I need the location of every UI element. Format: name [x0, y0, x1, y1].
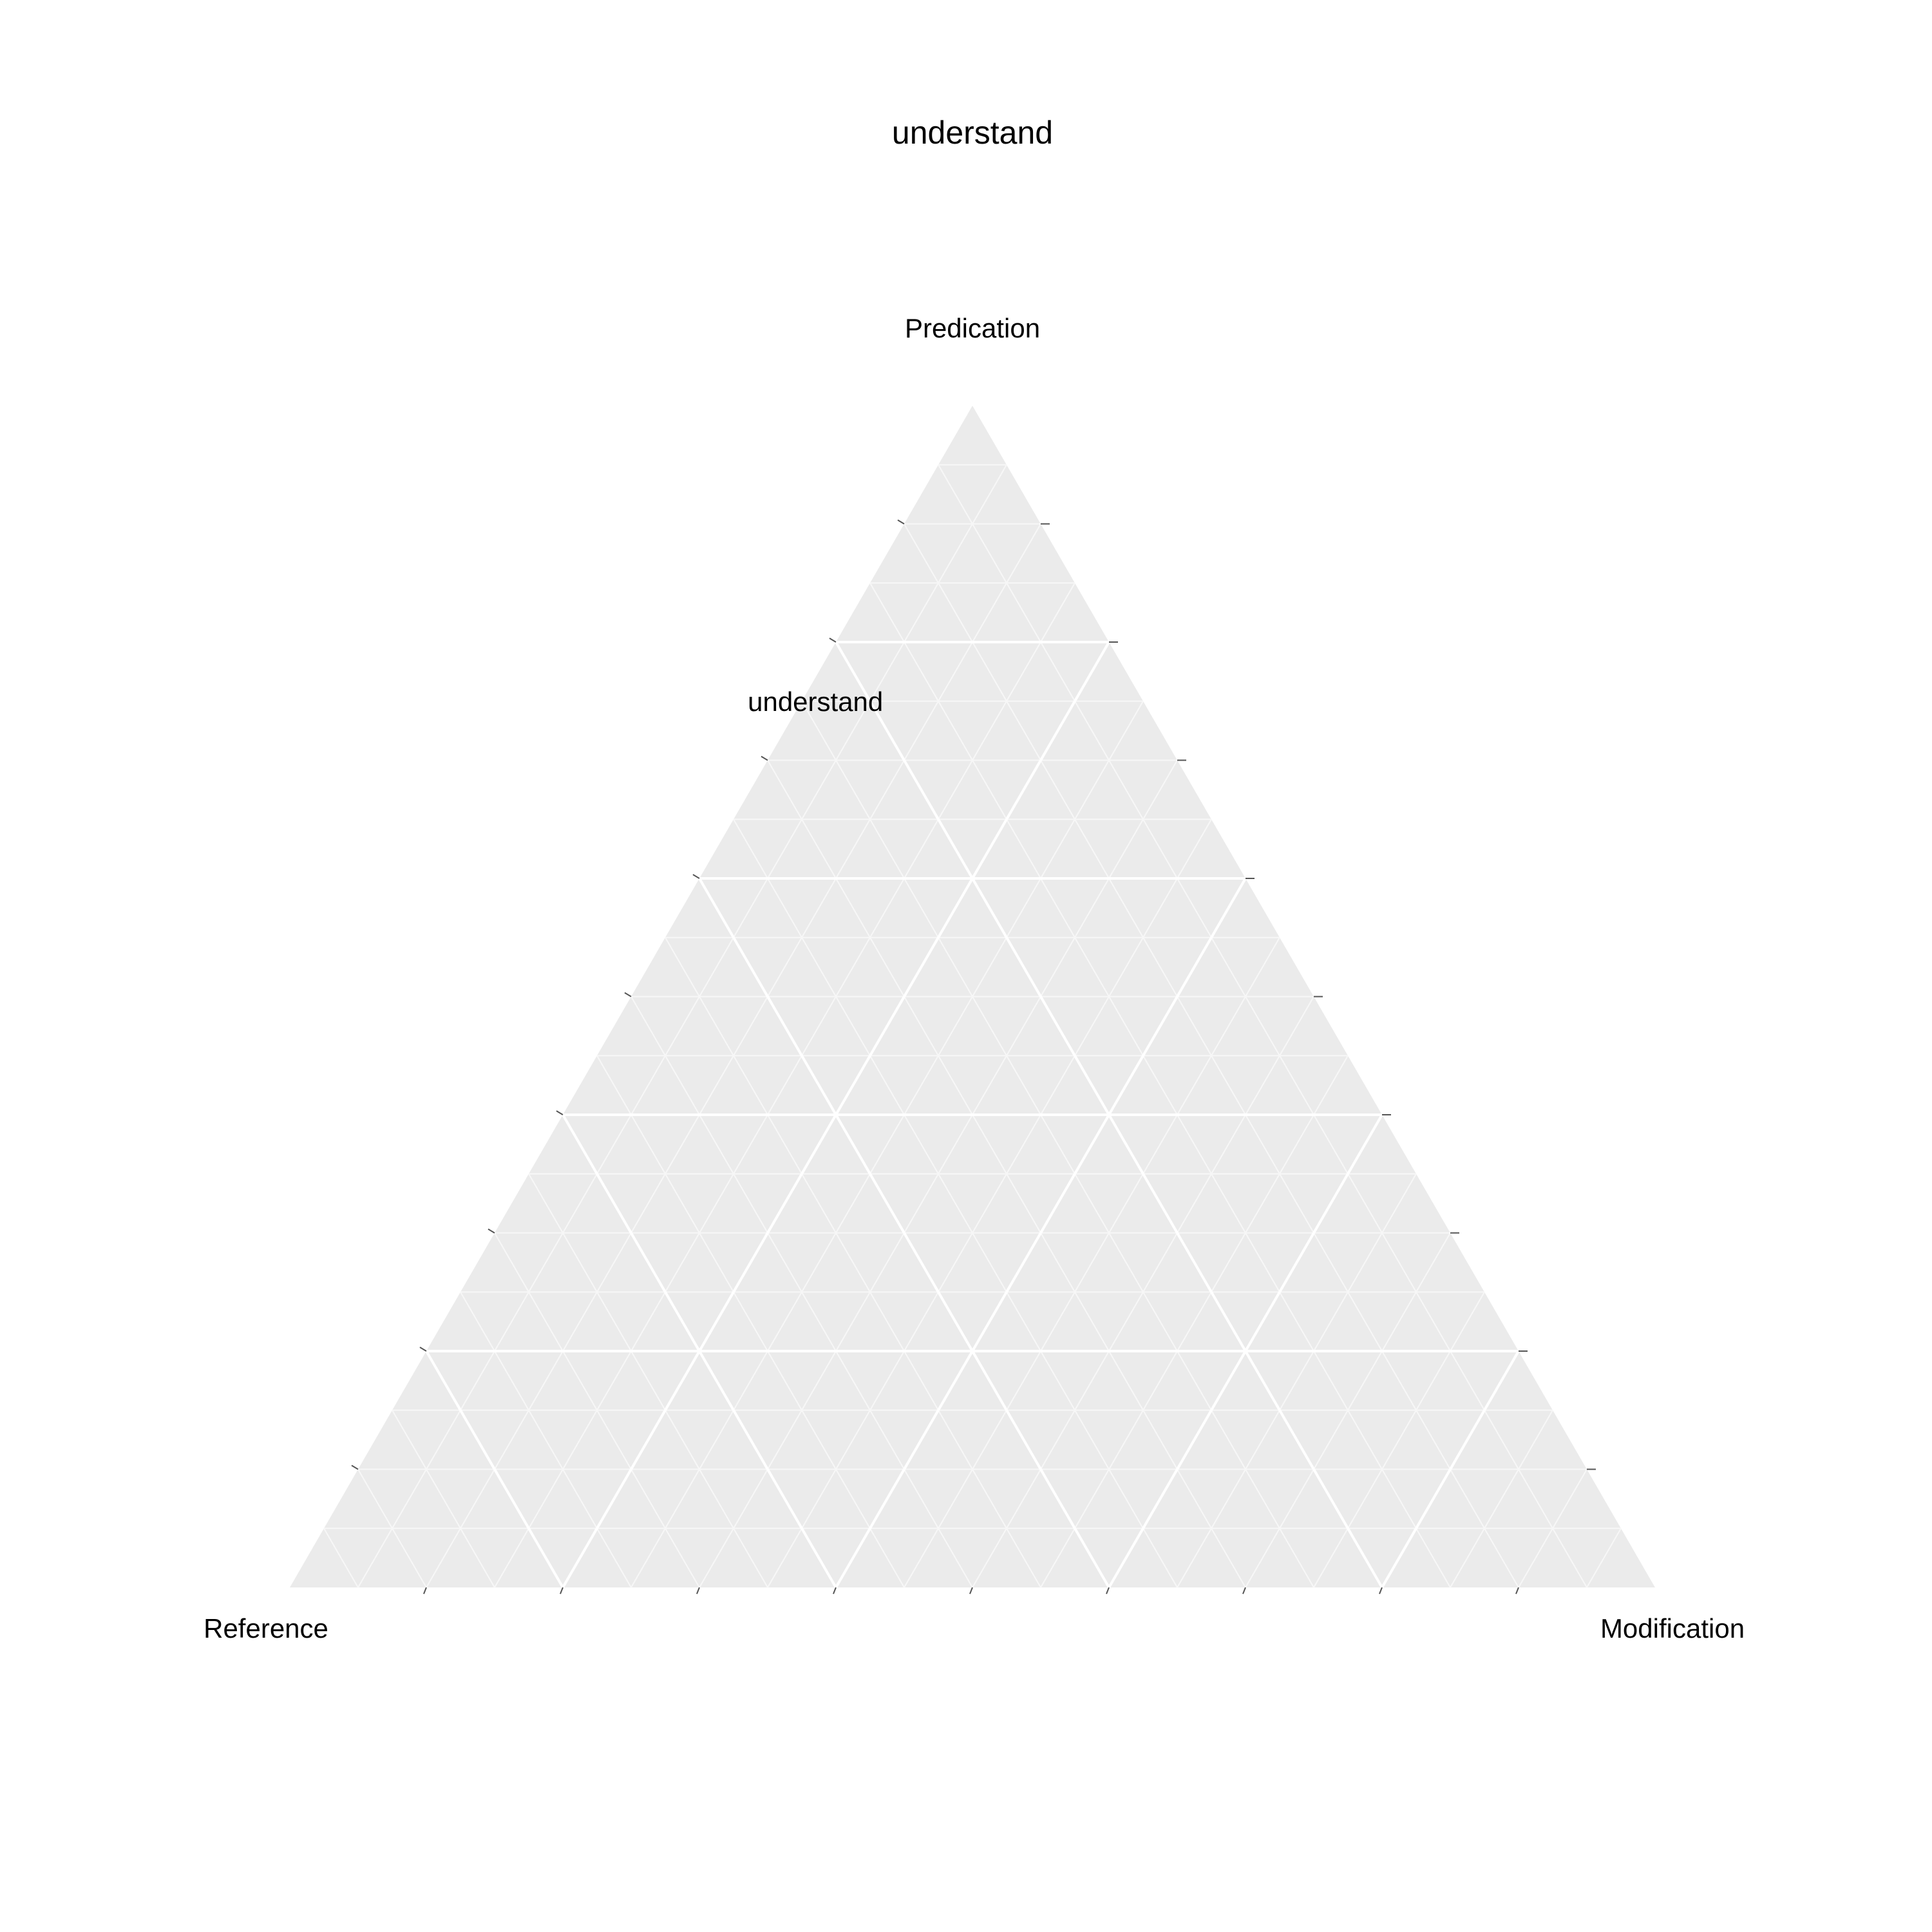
- grid-line-reference: [630, 996, 973, 1588]
- axis-label-modification: Modification: [1600, 1613, 1745, 1643]
- tick-mark: [897, 519, 905, 525]
- grid-line-modification: [1450, 1410, 1553, 1588]
- tick-mark: [556, 1110, 564, 1115]
- grid-line-reference: [392, 1410, 495, 1588]
- grid-line-modification: [630, 701, 1144, 1588]
- axis-ticks: [351, 519, 1596, 1595]
- tick-mark: [624, 992, 632, 998]
- grid-line-modification: [1313, 1291, 1485, 1588]
- tick-mark: [419, 1347, 427, 1352]
- grid-line-reference: [596, 1055, 905, 1588]
- tick-mark: [1242, 1587, 1246, 1595]
- axis-label-reference: Reference: [204, 1613, 328, 1643]
- grid-line-modification: [972, 996, 1314, 1588]
- tick-mark: [833, 1587, 837, 1595]
- tick-mark: [829, 638, 837, 643]
- tick-mark: [969, 1587, 973, 1595]
- major-grid: [425, 641, 1520, 1589]
- grid-line-reference: [460, 1291, 632, 1588]
- tick-mark: [1515, 1587, 1519, 1595]
- grid-line-modification: [1177, 1173, 1417, 1588]
- tick-mark: [1379, 1587, 1383, 1595]
- grid-line-reference: [869, 582, 1451, 1588]
- grid-line-reference: [494, 1232, 700, 1588]
- grid-line-reference: [528, 1173, 768, 1588]
- grid-line-modification: [1586, 1528, 1622, 1588]
- grid-line-modification: [1381, 1350, 1520, 1589]
- tick-mark: [696, 1587, 700, 1595]
- tick-mark: [560, 1587, 564, 1595]
- grid-line-reference: [938, 464, 1587, 1588]
- tick-mark: [423, 1587, 427, 1595]
- grid-line-modification: [1040, 1055, 1349, 1588]
- tick-mark: [488, 1228, 495, 1234]
- grid-line-reference: [323, 1528, 359, 1588]
- tick-mark: [351, 1464, 359, 1470]
- grid-line-modification: [767, 819, 1212, 1588]
- grid-line-reference: [698, 877, 1110, 1589]
- tick-mark: [761, 755, 768, 761]
- grid-line-modification: [357, 464, 1007, 1588]
- grid-line-modification: [835, 877, 1247, 1589]
- grid-line-modification: [1245, 1232, 1451, 1588]
- grid-line-reference: [357, 1468, 427, 1588]
- axis-label-predication: Predication: [905, 313, 1040, 343]
- grid-line-reference: [665, 937, 1041, 1588]
- grid-line-reference: [733, 819, 1178, 1588]
- grid-line-reference: [562, 1113, 837, 1589]
- grid-line-reference: [425, 1350, 564, 1589]
- data-points: understand: [748, 687, 883, 717]
- tick-mark: [692, 874, 700, 879]
- grid-line-modification: [1518, 1468, 1587, 1588]
- grid-line-modification: [494, 582, 1075, 1588]
- point-label: understand: [748, 687, 883, 717]
- tick-mark: [1106, 1587, 1110, 1595]
- grid-line-modification: [904, 937, 1280, 1588]
- minor-grid: [323, 464, 1622, 1588]
- grid-line-modification: [1108, 1113, 1383, 1589]
- grid-line-reference: [801, 701, 1314, 1588]
- chart-title: understand: [892, 115, 1053, 151]
